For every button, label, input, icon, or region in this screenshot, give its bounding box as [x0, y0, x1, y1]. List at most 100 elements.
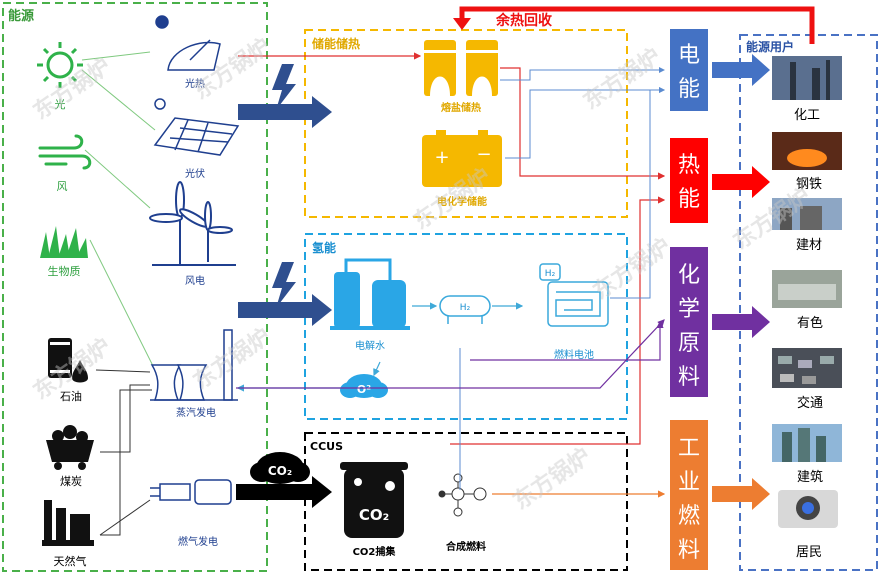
wind-label: 风 — [57, 180, 68, 193]
heat-recovery-arrowhead — [453, 18, 471, 30]
ccus-box — [304, 432, 628, 571]
steam-power-icon — [150, 329, 238, 401]
fuel-user-arrow — [712, 478, 770, 510]
oil-icon — [48, 338, 88, 383]
power-arrow-mid — [238, 294, 332, 326]
steel-image — [772, 132, 842, 170]
heat-char-1: 热 — [678, 153, 700, 178]
user-nonferrous: 有色 — [797, 315, 823, 331]
photovoltaic-label: 光伏 — [185, 167, 205, 180]
co2-arrow — [236, 476, 332, 508]
h2-tank-label: H₂ — [460, 303, 471, 313]
electricity-box — [670, 29, 708, 111]
svg-text:−: − — [476, 144, 491, 165]
coal-icon — [46, 425, 94, 470]
solar-label: 光 — [55, 97, 66, 111]
sun-icon — [37, 42, 83, 88]
user-building-materials: 建材 — [796, 238, 822, 253]
fuel-box — [670, 420, 708, 570]
wind-icon — [38, 134, 92, 170]
svg-text:东方锅炉: 东方锅炉 — [509, 443, 596, 515]
co2-capture-label: CO2捕集 — [353, 545, 397, 558]
user-construction: 建筑 — [797, 469, 823, 485]
hydrogen-box — [304, 233, 628, 420]
co2-capture-inner: CO₂ — [359, 506, 389, 524]
construction-image — [772, 424, 842, 462]
chemical-flow-lines — [236, 319, 665, 389]
svg-text:+: + — [434, 147, 449, 168]
fuel-char-2: 业 — [678, 470, 700, 495]
electricity-char-2: 能 — [678, 77, 700, 102]
gas-label: 天然气 — [54, 554, 87, 568]
solar-thermal-icon — [155, 15, 221, 71]
fuel-cell-label: 燃料电池 — [554, 348, 594, 361]
heat-char-2: 能 — [678, 187, 700, 212]
heat-recovery-label: 余热回收 — [495, 12, 553, 29]
coal-label: 煤炭 — [60, 475, 82, 488]
electricity-user-arrow — [712, 54, 770, 86]
electrochemical-label: 电化学储能 — [437, 195, 487, 208]
chemical-plant-image — [772, 56, 842, 100]
fuel-char-4: 料 — [678, 538, 700, 563]
steam-power-label: 蒸汽发电 — [176, 406, 216, 419]
heat-user-arrow — [712, 166, 770, 198]
user-steel: 钢铁 — [796, 177, 822, 192]
storage-box — [304, 29, 628, 218]
biomass-label: 生物质 — [48, 264, 81, 278]
lightning-icon-top — [272, 64, 296, 110]
svg-text:东方锅炉: 东方锅炉 — [589, 233, 676, 305]
chemical-char-4: 料 — [678, 365, 700, 390]
power-arrow-top — [238, 96, 332, 128]
wind-power-label: 风电 — [185, 274, 205, 287]
chemical-user-arrow — [712, 306, 770, 338]
molecule-icon — [438, 473, 487, 517]
hydrogen-title: 氢能 — [312, 240, 336, 255]
photovoltaic-icon — [153, 98, 240, 156]
heat-flow-lines — [238, 52, 666, 445]
fuel-char-3: 燃 — [678, 504, 700, 529]
gas-power-icon — [150, 479, 232, 505]
oil-label: 石油 — [60, 389, 82, 403]
energy-users-box — [739, 34, 878, 571]
fuel-cell-icon — [539, 263, 609, 327]
electricity-flow-lines — [459, 67, 665, 490]
fuel-cell-h2-label: H₂ — [545, 269, 556, 279]
h2-tank-icon — [439, 295, 491, 324]
gas-power-label: 燃气发电 — [178, 535, 218, 548]
electricity-char-1: 电 — [678, 43, 700, 68]
svg-text:东方锅炉: 东方锅炉 — [579, 43, 666, 115]
transport-image — [772, 348, 842, 388]
chemical-char-3: 原 — [678, 331, 700, 356]
fuel-char-1: 工 — [678, 436, 700, 461]
electrolyzer-icon — [330, 258, 410, 330]
molten-salt-icon — [424, 40, 498, 96]
co2-cloud-label: CO₂ — [268, 464, 292, 478]
nonferrous-image — [772, 270, 842, 308]
building-materials-image — [772, 198, 842, 230]
residential-stove-image — [778, 490, 838, 528]
biomass-icon — [40, 226, 88, 258]
co2-capture-icon — [340, 462, 408, 538]
ccus-title: CCUS — [310, 440, 343, 453]
heat-box — [670, 138, 708, 223]
user-residential: 居民 — [796, 545, 822, 560]
solar-thermal-label: 光热 — [185, 77, 205, 90]
chemical-box — [670, 247, 708, 397]
energy-users-title: 能源用户 — [746, 39, 794, 54]
user-chemical: 化工 — [794, 108, 820, 123]
synthetic-fuel-label: 合成燃料 — [445, 540, 486, 553]
co2-cloud-icon — [250, 452, 310, 484]
wind-power-icon — [149, 181, 236, 266]
heat-recovery-arrow — [459, 6, 815, 44]
o2-cloud-icon — [340, 374, 388, 398]
chemical-char-2: 学 — [678, 297, 700, 322]
battery-icon: + − — [422, 130, 502, 187]
energy-source-box — [2, 2, 268, 572]
chemical-char-1: 化 — [678, 263, 700, 288]
molten-salt-label: 熔盐储热 — [441, 101, 481, 114]
o2-label: O² — [357, 383, 371, 396]
electrolysis-label: 电解水 — [355, 339, 385, 352]
lightning-icon-mid — [272, 262, 296, 308]
energy-source-title: 能源 — [8, 8, 34, 24]
gas-icon — [42, 500, 94, 546]
